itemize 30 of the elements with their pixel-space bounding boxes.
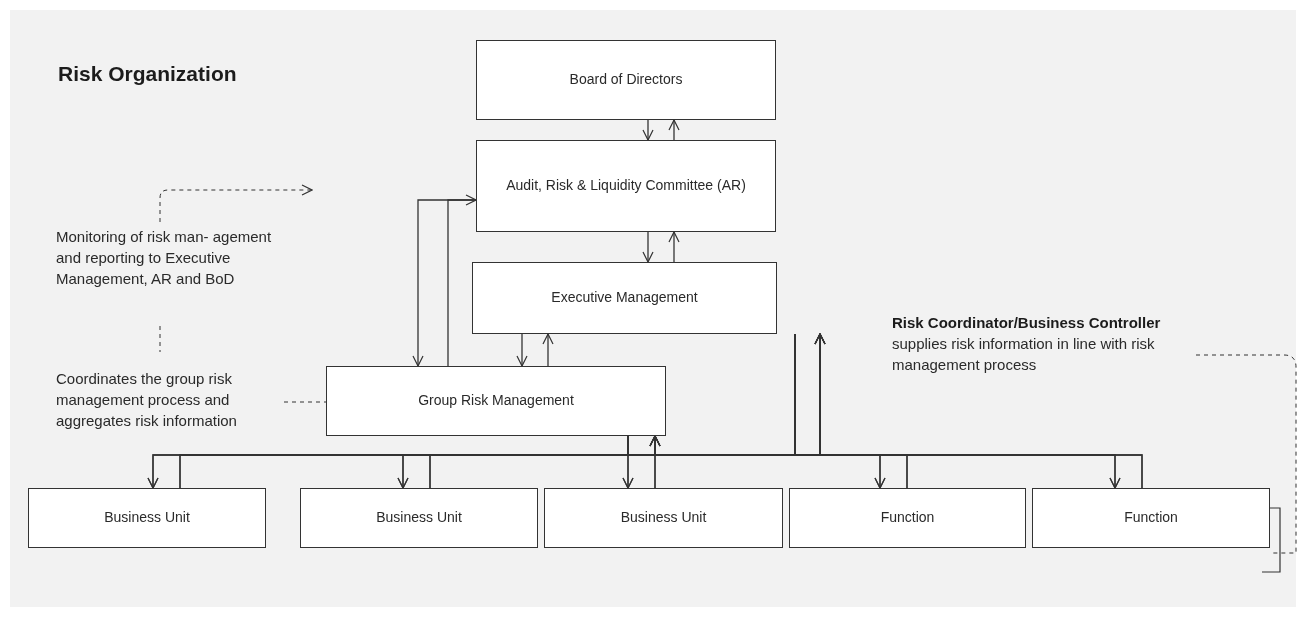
org-box xyxy=(28,488,266,548)
box-label: Board of Directors xyxy=(568,70,684,90)
connector-arrow xyxy=(542,333,554,367)
connector-arrow xyxy=(516,333,528,367)
box-label: Executive Management xyxy=(550,288,699,308)
connector-arrow xyxy=(668,119,680,141)
connector-arrow xyxy=(447,194,477,367)
note-text: Risk Coordinator/Business Controller supplies risk information in line with risk management process xyxy=(892,313,1162,375)
connector-arrow xyxy=(668,231,680,263)
connector-arrow xyxy=(642,119,654,141)
box-label: Business Unit xyxy=(619,508,708,528)
org-box xyxy=(472,262,777,334)
org-box xyxy=(544,488,783,548)
org-box xyxy=(476,140,776,232)
box-label: Audit, Risk & Liquidity Committee (AR) xyxy=(505,176,747,196)
org-box xyxy=(789,488,1026,548)
org-box xyxy=(326,366,666,436)
note-text: Monitoring of risk man- agement and reporting to Executive Management, AR and BoD xyxy=(56,227,273,289)
box-label: Function xyxy=(1123,508,1179,528)
box-label: Business Unit xyxy=(375,508,463,528)
diagram-title: Risk Organization xyxy=(58,62,237,86)
dashed-leader-arrow xyxy=(159,184,313,223)
org-box xyxy=(300,488,538,548)
box-label: Business Unit xyxy=(103,508,191,528)
connector-arrow xyxy=(642,231,654,263)
note-text: Coordinates the group risk management process and aggregates risk information xyxy=(56,369,238,431)
org-box xyxy=(1032,488,1270,548)
box-label: Function xyxy=(879,508,936,528)
box-label: Group Risk Management xyxy=(417,391,575,411)
org-box xyxy=(476,40,776,120)
